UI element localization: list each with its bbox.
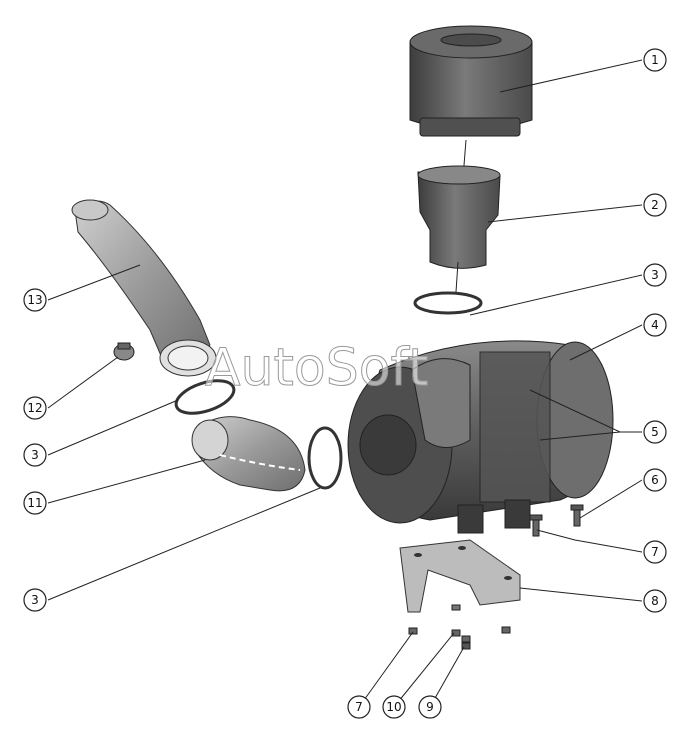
callout-label: 7 [355,700,363,714]
callout-13: 13 [23,288,47,312]
callout-label: 1 [651,53,659,67]
callout-label: 13 [27,293,42,307]
intake-pipe [71,199,217,377]
air-filter-housing [347,340,614,534]
callout-9: 9 [418,695,442,719]
callout-6: 6 [643,468,667,492]
assembly-axis [455,261,459,293]
callout-label: 8 [651,594,659,608]
callout-label: 11 [27,496,42,510]
callout-label: 6 [651,473,659,487]
rubber-elbow [191,416,306,492]
nuts-and-washers [408,604,511,650]
restriction-sensor [113,342,135,361]
callout-label: 12 [27,401,42,415]
callout-label: 3 [651,268,659,282]
hose-clamp-left [174,379,236,415]
mounting-bracket [399,539,521,613]
watermark-text: AutoSoft [205,338,428,398]
callout-3-top: 3 [643,263,667,287]
hose-clamp-elbow [307,426,343,490]
callout-12: 12 [23,396,47,420]
callout-label: 3 [31,593,39,607]
callout-label: 5 [651,425,659,439]
callout-11: 11 [23,491,47,515]
bolt-right [570,504,584,527]
callout-5: 5 [643,420,667,444]
hose-clamp-top [413,291,483,315]
leader-lines [47,59,643,708]
callout-label: 4 [651,318,659,332]
callout-label: 10 [386,700,401,714]
callout-label: 7 [651,545,659,559]
callout-4: 4 [643,313,667,337]
callout-10: 10 [382,695,406,719]
callout-8: 8 [643,589,667,613]
callout-1: 1 [643,48,667,72]
adapter-sleeve [417,165,501,269]
bolt-middle [529,514,543,537]
callout-label: 2 [651,198,659,212]
callout-7-right: 7 [643,540,667,564]
callout-2: 2 [643,193,667,217]
callout-3-bottom: 3 [23,588,47,612]
callout-3-left: 3 [23,443,47,467]
callout-label: 9 [426,700,434,714]
callout-label: 3 [31,448,39,462]
callout-7-bottom: 7 [347,695,371,719]
pre-cleaner-cap [409,25,533,137]
